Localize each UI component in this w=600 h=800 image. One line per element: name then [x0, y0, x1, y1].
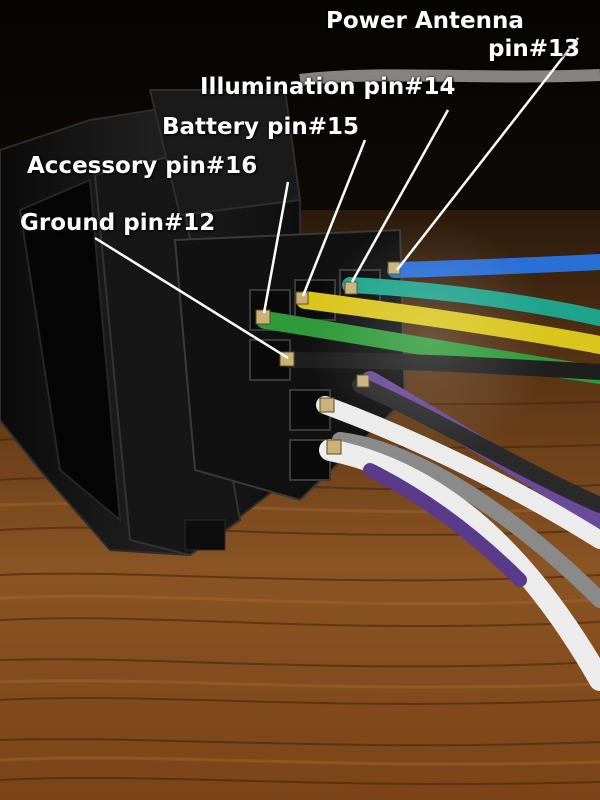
pointer-power-antenna [396, 37, 579, 271]
label-battery: Battery pin#15 [162, 114, 359, 140]
pointer-battery [301, 139, 367, 297]
label-ground: Ground pin#12 [20, 210, 216, 236]
connector-body [0, 88, 407, 557]
label-illumination: Illumination pin#14 [200, 74, 456, 100]
label-power-antenna: Power Antenna [326, 8, 524, 34]
pointer-illumination [350, 109, 450, 283]
pointer-ground [94, 236, 289, 360]
background-wire [299, 69, 600, 86]
pointer-lines [94, 37, 579, 360]
flash-glow [310, 220, 550, 460]
pointer-accessory [262, 181, 290, 314]
wood-grain [0, 396, 600, 786]
label-power-antenna-pin: pin#13 [488, 36, 580, 62]
label-accessory: Accessory pin#16 [27, 153, 258, 179]
